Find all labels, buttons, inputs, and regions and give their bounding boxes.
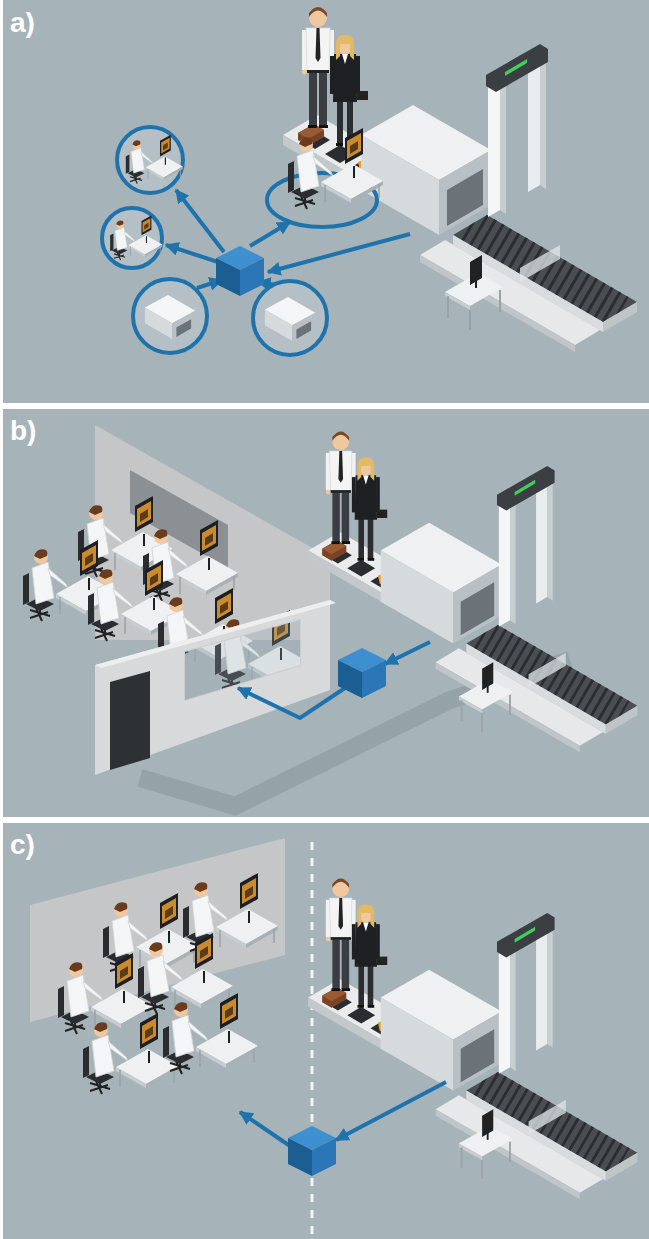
- door: [110, 671, 150, 770]
- remote-screener: [102, 208, 162, 268]
- wall-top: [95, 600, 336, 668]
- server-cube: [288, 1126, 336, 1176]
- panel-c: [3, 823, 649, 1239]
- data-arrows: [166, 190, 410, 288]
- security-checkpoint: [283, 7, 637, 352]
- front-wall: [95, 600, 330, 775]
- back-wall: [95, 425, 330, 640]
- server-cube: [216, 246, 264, 296]
- security-checkpoint: [308, 432, 637, 753]
- screener-workstation: [288, 128, 383, 209]
- screener-workstation: [138, 933, 233, 1014]
- remote-xray: [133, 279, 207, 353]
- panel-ground: [3, 409, 649, 817]
- security-checkpoint: [308, 879, 637, 1200]
- panel-label: a): [10, 8, 35, 39]
- panel-label: c): [10, 830, 35, 861]
- panel-ground: [3, 823, 649, 1239]
- remote-xray: [253, 281, 327, 355]
- panel-a: [3, 0, 649, 403]
- screener-workstation: [163, 993, 258, 1074]
- server-cube: [338, 648, 386, 698]
- data-arrows: [238, 642, 430, 718]
- panel-ground: [3, 0, 649, 403]
- data-arrows: [240, 1082, 446, 1146]
- site-boundary: [311, 842, 314, 1236]
- remote-screener: [117, 127, 183, 193]
- panel-label: b): [10, 416, 36, 447]
- panel-b: [3, 409, 649, 817]
